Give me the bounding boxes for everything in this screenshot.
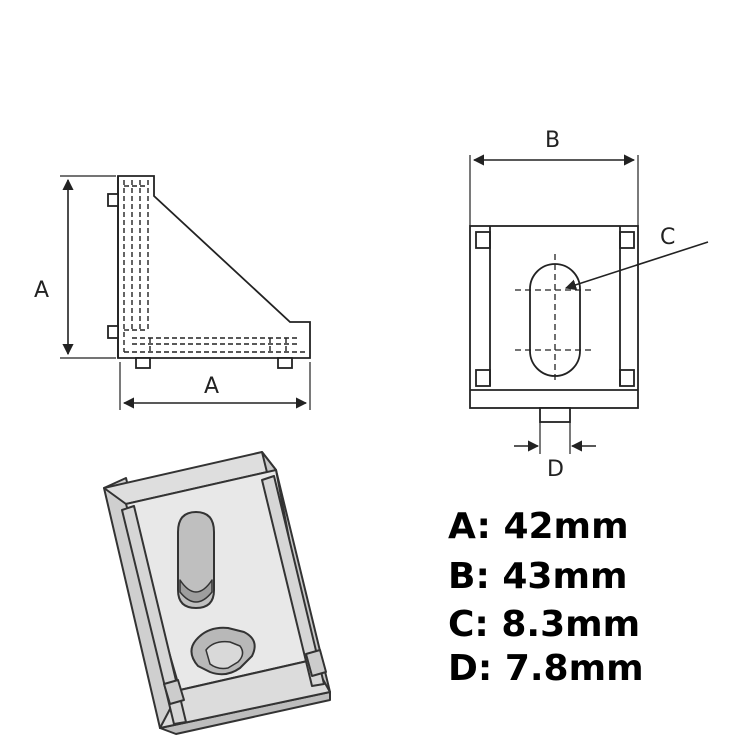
label-c: C: [660, 225, 675, 250]
label-a-horizontal: A: [204, 374, 219, 399]
bottom-tab-right: [277, 357, 293, 369]
spec-list: A: 42mm B: 43mm C: 8.3mm D: 7.8mm: [448, 506, 644, 689]
spec-a: A: 42mm: [448, 506, 629, 547]
leader-c: [564, 241, 709, 291]
front-view: [469, 154, 709, 454]
label-b: B: [545, 128, 560, 153]
side-view-outline: [117, 175, 311, 359]
side-tab-bottom: [107, 325, 119, 339]
render-slot-upper: [177, 511, 215, 609]
spec-b: B: 43mm: [448, 556, 628, 597]
side-view: [60, 175, 311, 410]
side-tab-top: [107, 193, 119, 207]
hidden-lines: [123, 180, 306, 353]
label-a-vertical: A: [34, 278, 49, 303]
spec-d: D: 7.8mm: [448, 648, 644, 689]
front-bottom-tab: [539, 407, 571, 423]
bracket-render: [103, 451, 331, 735]
spec-c: C: 8.3mm: [448, 604, 640, 645]
bottom-tab-left: [135, 357, 151, 369]
label-d: D: [547, 457, 564, 482]
